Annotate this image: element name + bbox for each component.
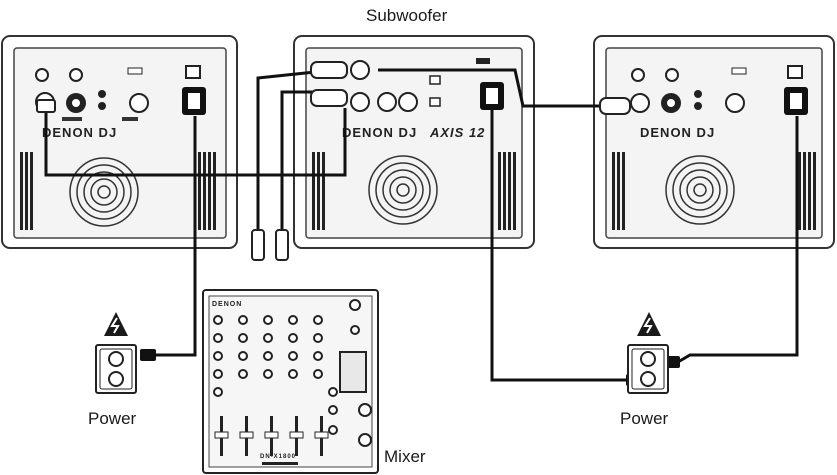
xlr-connector-icon bbox=[398, 92, 418, 112]
subwoofer-model: AXIS 12 bbox=[429, 125, 485, 140]
switch-icon bbox=[429, 97, 441, 107]
mixer-display bbox=[339, 351, 367, 393]
subwoofer-label: Subwoofer bbox=[366, 6, 448, 25]
volume-knob-icon bbox=[69, 68, 83, 82]
mixer-knobs bbox=[213, 299, 372, 447]
rca-jack-icon bbox=[694, 102, 702, 110]
high-voltage-warning-icon bbox=[637, 312, 661, 336]
power-label-left: Power bbox=[88, 409, 137, 428]
mixer-label: Mixer bbox=[384, 447, 426, 466]
xlr-connector-icon bbox=[129, 93, 149, 113]
subwoofer-brand: DENON DJ bbox=[342, 125, 417, 140]
xlr-connector-icon bbox=[377, 92, 397, 112]
xlr-connector-icon bbox=[350, 92, 370, 112]
switch-icon bbox=[429, 75, 441, 85]
high-voltage-warning-icon bbox=[104, 312, 128, 336]
power-switch-icon bbox=[185, 65, 201, 79]
xlr-connector-icon bbox=[36, 61, 631, 261]
power-switch-icon bbox=[476, 58, 490, 64]
fan-icon bbox=[69, 157, 139, 227]
left-speaker-vents bbox=[20, 152, 216, 230]
fan-icon bbox=[665, 155, 735, 225]
subwoofer-vents bbox=[312, 152, 516, 230]
left-outlet bbox=[95, 312, 137, 394]
power-label-right: Power bbox=[620, 409, 669, 428]
xlr-connector-icon bbox=[725, 93, 745, 113]
right-speaker: DENON DJ bbox=[593, 35, 835, 249]
xlr-connector-icon bbox=[350, 60, 370, 80]
mixer-brand: DENON bbox=[212, 301, 242, 308]
right-speaker-brand: DENON DJ bbox=[640, 125, 715, 140]
right-outlet bbox=[627, 312, 669, 394]
rca-jack-icon bbox=[98, 102, 106, 110]
mixer-model: DN-X1800 bbox=[260, 454, 296, 460]
rca-jack-icon bbox=[694, 90, 702, 98]
subwoofer-unit: DENON DJ AXIS 12 bbox=[293, 35, 535, 249]
left-speaker-brand: DENON DJ bbox=[42, 125, 117, 140]
mixer-faders bbox=[214, 416, 329, 465]
xlr-connector-icon bbox=[630, 93, 650, 113]
power-switch-icon bbox=[787, 65, 803, 79]
right-speaker-vents bbox=[612, 152, 816, 230]
power-outlet-icon bbox=[627, 344, 669, 394]
rca-jack-icon bbox=[98, 90, 106, 98]
volume-knob-icon bbox=[631, 68, 645, 82]
fan-icon bbox=[368, 155, 438, 225]
volume-knob-icon bbox=[35, 68, 49, 82]
mixer-unit: DENON DN-X1800 bbox=[202, 289, 379, 474]
volume-knob-icon bbox=[665, 68, 679, 82]
power-outlet-icon bbox=[95, 344, 137, 394]
switch-icon bbox=[731, 67, 747, 75]
left-speaker: DENON DJ bbox=[1, 35, 238, 249]
switch-icon bbox=[127, 67, 143, 75]
